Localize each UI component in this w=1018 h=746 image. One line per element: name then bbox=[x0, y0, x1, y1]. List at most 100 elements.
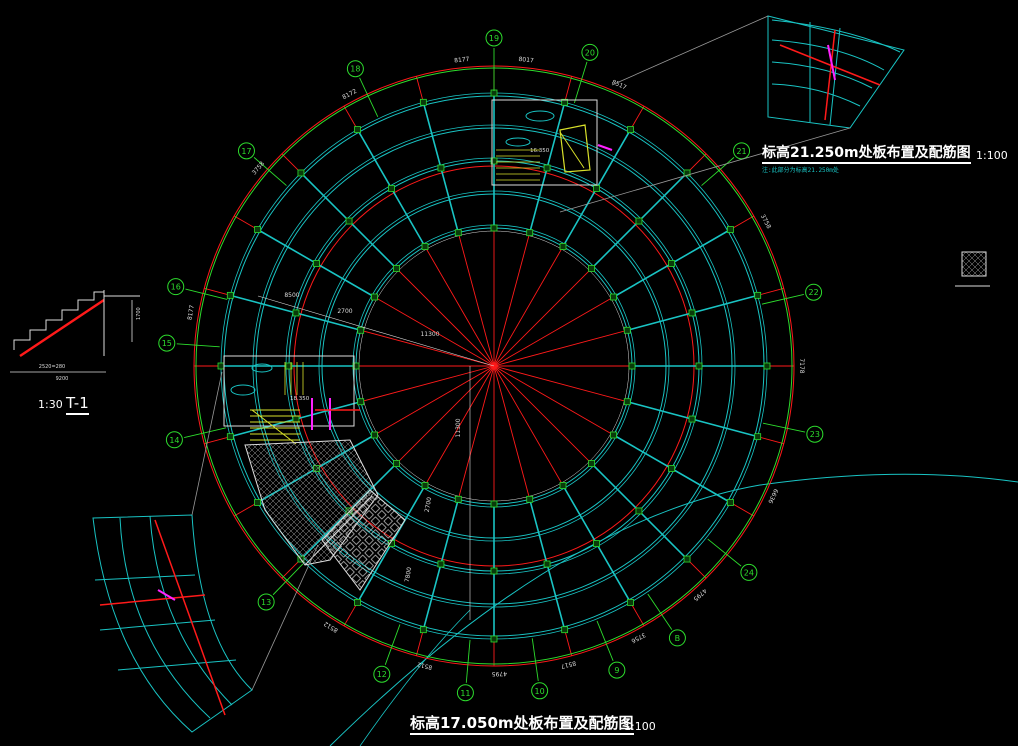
column bbox=[559, 243, 567, 250]
axis-label: 18 bbox=[350, 65, 360, 74]
stair-section-detail bbox=[10, 290, 140, 373]
column bbox=[454, 495, 462, 503]
column bbox=[357, 398, 365, 406]
column bbox=[352, 362, 360, 370]
dimension-label: 4795 bbox=[491, 670, 507, 677]
column bbox=[285, 362, 293, 370]
column bbox=[627, 126, 634, 133]
axis-label: 15 bbox=[162, 339, 172, 348]
axis-label: 11 bbox=[460, 689, 470, 698]
axis-leader bbox=[647, 593, 673, 630]
column bbox=[490, 567, 498, 575]
axis-bubble bbox=[733, 142, 751, 160]
radial-dimension: 11300 bbox=[420, 331, 439, 338]
axis-label: 21 bbox=[736, 147, 746, 156]
column bbox=[345, 217, 353, 225]
axis-leader bbox=[531, 638, 539, 681]
column bbox=[490, 635, 498, 643]
detail-title-text: T-1 bbox=[66, 394, 89, 412]
column bbox=[388, 185, 395, 192]
radial-dimension: 11300 bbox=[455, 418, 462, 437]
column bbox=[254, 499, 261, 506]
dimension-label: 8017 bbox=[518, 56, 534, 65]
upper-title-text: 标高21.250m处板布置及配筋图 bbox=[762, 145, 971, 161]
dimension-label: 8512 bbox=[416, 660, 433, 670]
column bbox=[588, 460, 595, 467]
column bbox=[490, 157, 498, 165]
column bbox=[543, 164, 551, 172]
column bbox=[754, 433, 762, 441]
column bbox=[371, 431, 378, 439]
column bbox=[371, 293, 378, 301]
axis-leader bbox=[272, 563, 304, 596]
column bbox=[628, 362, 636, 370]
lower-detail-plan bbox=[92, 514, 253, 733]
column bbox=[668, 465, 675, 472]
column bbox=[668, 260, 675, 267]
axis-bubble bbox=[456, 684, 474, 702]
axis-bubble bbox=[257, 593, 275, 611]
elevation-label: 18.350 bbox=[290, 396, 310, 402]
axis-label: 19 bbox=[489, 34, 499, 43]
column bbox=[226, 433, 234, 441]
column bbox=[354, 599, 361, 606]
radial-dimension: 2700 bbox=[424, 496, 434, 512]
axis-bubble bbox=[806, 425, 824, 443]
column bbox=[292, 309, 300, 317]
dimension-label: 8177 bbox=[454, 56, 470, 65]
column bbox=[490, 224, 498, 232]
axis-label: 24 bbox=[744, 568, 754, 577]
column bbox=[610, 431, 617, 439]
column bbox=[393, 265, 400, 272]
upper-title: 标高21.250m处板布置及配筋图 bbox=[762, 142, 971, 164]
column bbox=[292, 415, 300, 423]
radial-dimension: 2700 bbox=[337, 308, 352, 315]
axis-bubble bbox=[581, 43, 599, 61]
column bbox=[683, 555, 691, 563]
axis-label: 22 bbox=[808, 288, 818, 297]
axis-leader bbox=[184, 427, 227, 438]
column bbox=[297, 169, 305, 177]
detail-dim-1: 2520=280 bbox=[39, 364, 65, 370]
axis-bubble bbox=[740, 563, 758, 581]
column bbox=[226, 291, 234, 299]
axis-leader bbox=[253, 157, 287, 186]
column bbox=[354, 126, 361, 133]
axis-bubble bbox=[805, 283, 823, 301]
column bbox=[623, 398, 631, 406]
axis-leader bbox=[761, 294, 804, 305]
column bbox=[635, 217, 643, 225]
elevation-label: 16.350 bbox=[530, 148, 550, 154]
column bbox=[454, 229, 462, 237]
column bbox=[559, 482, 567, 489]
site-boundary-arc-2 bbox=[359, 609, 471, 746]
stair-core-top bbox=[491, 99, 613, 186]
axis-label: 12 bbox=[377, 670, 387, 679]
axis-label: 17 bbox=[241, 147, 251, 156]
axis-bubble bbox=[237, 142, 255, 160]
column bbox=[588, 265, 595, 272]
column bbox=[593, 540, 600, 547]
column bbox=[313, 260, 320, 267]
column bbox=[419, 98, 427, 106]
radial-dimension: 7800 bbox=[404, 566, 414, 582]
dimension-line bbox=[257, 295, 495, 367]
axis-bubble bbox=[346, 60, 364, 78]
column bbox=[419, 626, 427, 634]
axis-bubble bbox=[165, 431, 183, 449]
dimension-label: 7178 bbox=[798, 358, 805, 373]
column bbox=[623, 326, 631, 334]
column bbox=[610, 293, 617, 301]
column bbox=[688, 309, 696, 317]
detail-scale: 1:30 bbox=[38, 398, 63, 411]
axis-bubble bbox=[167, 278, 185, 296]
axis-bubble bbox=[531, 682, 549, 700]
column bbox=[437, 560, 445, 568]
axis-leader bbox=[359, 77, 379, 117]
axis-label: B bbox=[675, 634, 681, 643]
axis-leader bbox=[176, 343, 220, 348]
column bbox=[635, 507, 643, 515]
column bbox=[526, 495, 534, 503]
